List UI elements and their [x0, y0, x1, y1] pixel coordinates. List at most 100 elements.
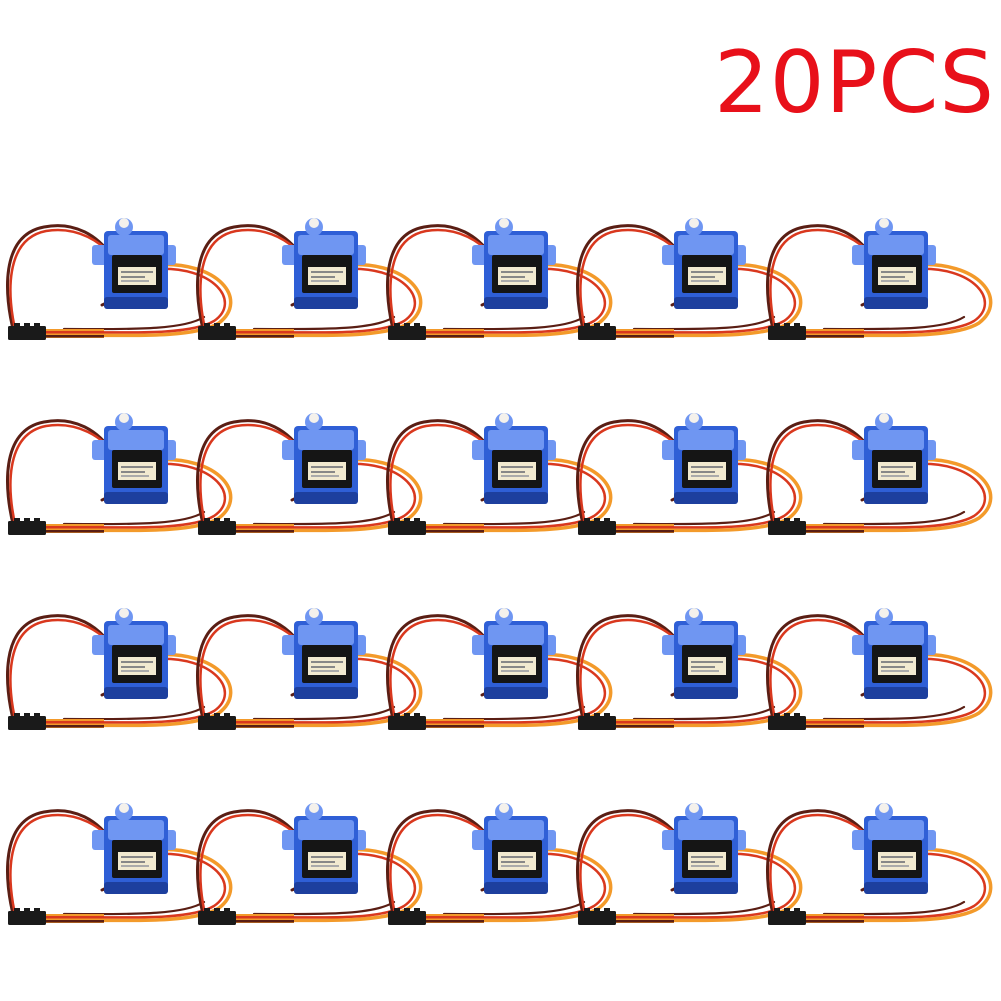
- servo-top-highlight: [108, 235, 164, 255]
- connector-tab: [604, 323, 610, 327]
- wire-sweep-brown: [442, 315, 586, 331]
- servo-label-line: [881, 666, 905, 668]
- servo-label-line: [121, 861, 145, 863]
- connector-plug: [388, 911, 426, 925]
- wire-loop-red: [389, 618, 498, 725]
- servo-bottom-shade: [864, 297, 928, 309]
- servo-label-line: [501, 865, 529, 867]
- wire-sweep-brown: [632, 315, 776, 331]
- wire-loop-red: [769, 228, 878, 335]
- micro-servo-icon: [6, 218, 233, 340]
- connector-tab: [204, 713, 210, 717]
- servo-label-line: [691, 471, 715, 473]
- wire-loop-red: [9, 813, 118, 920]
- wire-sweep-brown: [822, 900, 966, 916]
- servo-label-line: [691, 670, 719, 672]
- connector-plug: [198, 521, 236, 535]
- connector-plug: [768, 716, 806, 730]
- servo-bottom-shade: [674, 882, 738, 894]
- wire-ribbon-red: [614, 916, 674, 919]
- connector-tab: [24, 713, 30, 717]
- servo-bottom-shade: [484, 687, 548, 699]
- servo-bottom-shade: [484, 882, 548, 894]
- servo-label-line: [501, 271, 533, 273]
- servo-output-shaft: [689, 218, 699, 228]
- servo-label-line: [121, 666, 145, 668]
- servo-top-highlight: [108, 625, 164, 645]
- servo-label-line: [501, 861, 525, 863]
- wire-ribbon-red: [424, 526, 484, 529]
- servo-bottom-shade: [104, 492, 168, 504]
- wire-loop-red: [389, 813, 498, 920]
- servo-label-line: [311, 466, 343, 468]
- servo-output-shaft: [689, 803, 699, 813]
- servo-label-line: [501, 475, 529, 477]
- servo-label-line: [691, 466, 723, 468]
- servo-top-highlight: [678, 625, 734, 645]
- servo-label-line: [691, 276, 715, 278]
- micro-servo-icon: [6, 803, 233, 925]
- servo-top-highlight: [108, 820, 164, 840]
- wire-ribbon-red: [44, 721, 104, 724]
- connector-plug: [578, 521, 616, 535]
- connector-tab: [214, 323, 220, 327]
- wire-loop-red: [769, 618, 878, 725]
- micro-servo-icon: [6, 413, 233, 535]
- wire-ribbon-brown: [234, 920, 294, 923]
- connector-tab: [414, 713, 420, 717]
- wire-loop-red: [9, 618, 118, 725]
- servo-label-line: [881, 280, 909, 282]
- wire-sweep-brown: [822, 510, 966, 526]
- wire-sweep-red: [822, 852, 987, 919]
- connector-tab: [414, 908, 420, 912]
- quantity-label: 20PCS: [714, 33, 995, 133]
- connector-plug: [768, 521, 806, 535]
- wire-ribbon-brown: [614, 530, 674, 533]
- servo-label-line: [881, 475, 909, 477]
- servo-top-highlight: [678, 235, 734, 255]
- servo-label-line: [311, 661, 343, 663]
- servo-output-shaft: [309, 803, 319, 813]
- connector-tab: [14, 713, 20, 717]
- connector-tab: [604, 518, 610, 522]
- wire-ribbon-brown: [44, 530, 104, 533]
- connector-tab: [214, 518, 220, 522]
- wire-sweep-brown: [62, 510, 206, 526]
- servo-top-highlight: [868, 820, 924, 840]
- connector-tab: [214, 908, 220, 912]
- connector-tab: [34, 323, 40, 327]
- micro-servo-icon: [766, 218, 993, 340]
- servo-bottom-shade: [864, 687, 928, 699]
- servo-label-line: [691, 865, 719, 867]
- connector-tab: [394, 323, 400, 327]
- servo-label-line: [881, 466, 913, 468]
- micro-servo-icon: [196, 608, 423, 730]
- servo-bottom-shade: [674, 492, 738, 504]
- connector-tab: [404, 518, 410, 522]
- servo-output-shaft: [309, 218, 319, 228]
- servo-label-line: [121, 280, 149, 282]
- wire-ribbon-red: [424, 721, 484, 724]
- servo-label-line: [311, 280, 339, 282]
- connector-plug: [8, 521, 46, 535]
- connector-tab: [224, 713, 230, 717]
- connector-tab: [34, 908, 40, 912]
- servo-top-highlight: [298, 625, 354, 645]
- servo-label-line: [501, 471, 525, 473]
- servo-output-shaft: [499, 608, 509, 618]
- servo-output-shaft: [119, 413, 129, 423]
- connector-tab: [794, 323, 800, 327]
- connector-tab: [24, 518, 30, 522]
- connector-tab: [204, 908, 210, 912]
- wire-loop-red: [579, 228, 688, 335]
- servo-label-line: [691, 856, 723, 858]
- connector-tab: [404, 713, 410, 717]
- micro-servo-icon: [196, 218, 423, 340]
- wire-sweep-red: [822, 657, 987, 724]
- connector-tab: [404, 908, 410, 912]
- wire-ribbon-red: [234, 721, 294, 724]
- wire-ribbon-red: [44, 331, 104, 334]
- wire-ribbon-red: [804, 721, 864, 724]
- connector-tab: [224, 323, 230, 327]
- wire-ribbon-brown: [44, 920, 104, 923]
